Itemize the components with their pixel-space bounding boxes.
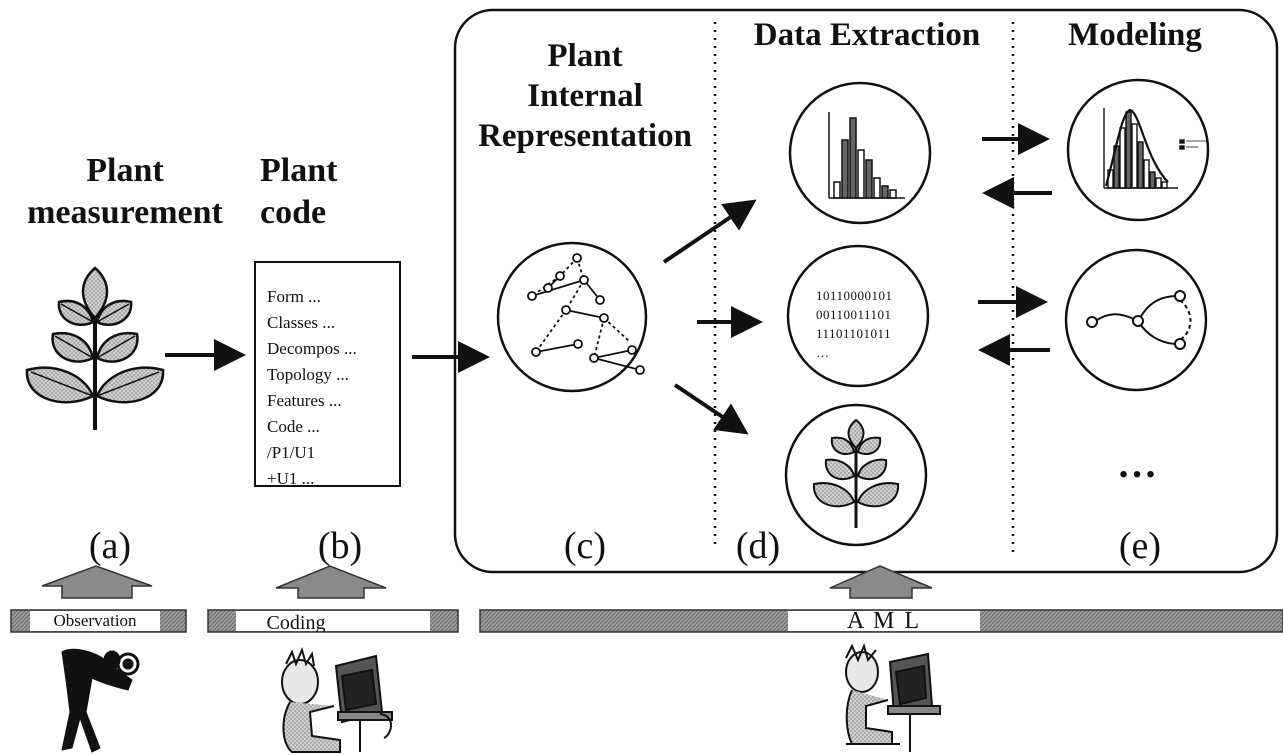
- fitted-histogram-icon: [1103, 108, 1206, 189]
- stage-label-d: (d): [735, 525, 781, 567]
- observer-figure: [61, 648, 140, 753]
- internal-representation-heading: Plant Internal Representation: [455, 36, 715, 156]
- binary-line: 10110000101: [816, 288, 893, 303]
- stage-label-c: (c): [563, 525, 607, 567]
- coder-figure: [281, 647, 393, 753]
- observation-label: Observation: [53, 611, 137, 630]
- plant-measurement-heading-line1: Plant: [86, 152, 164, 189]
- plant-measurement-heading-line2: measurement: [27, 194, 223, 231]
- stage-label-a: (a): [88, 525, 132, 567]
- histogram-icon: [828, 112, 905, 199]
- sequence-circle: [786, 244, 930, 388]
- plant-code-heading-line1: Plant: [260, 152, 338, 189]
- data-extraction-heading: Data Extraction: [753, 17, 981, 53]
- arrow-c-to-plant: [673, 383, 749, 435]
- binary-sequence: 10110000101 00110011101 11101101011 …: [816, 286, 916, 362]
- up-arrow-observation: [41, 565, 153, 599]
- plant-code-lines: Form ... Classes ... Decompos ... Topolo…: [267, 284, 397, 492]
- code-line: Code ...: [267, 417, 320, 436]
- internal-representation-heading-line1: Plant: [547, 38, 623, 74]
- stage-label-e: (e): [1118, 525, 1162, 567]
- internal-representation-heading-line2: Internal: [527, 78, 643, 114]
- internal-representation-circle: [496, 241, 648, 393]
- mtg-graph-icon: [527, 253, 645, 375]
- modeling-more-ellipsis: …: [1117, 441, 1157, 486]
- code-line: /P1/U1: [267, 443, 316, 462]
- stage-label-b: (b): [317, 525, 363, 567]
- coding-label: Coding: [266, 612, 326, 632]
- modeling-heading: Modeling: [1068, 17, 1202, 53]
- aml-user-figure: [845, 643, 941, 752]
- small-plant-icon: [812, 418, 900, 528]
- code-line: Decompos ...: [267, 339, 357, 358]
- plant-measurement-heading: Plant measurement: [0, 150, 250, 234]
- plant-measurement-icon: [25, 266, 165, 430]
- arrow-c-to-histogram: [662, 199, 757, 264]
- plant-code-heading-line2: code: [260, 194, 327, 231]
- binary-line: 00110011101: [816, 307, 892, 322]
- code-line: +U1 ...: [267, 469, 315, 488]
- histogram-circle: [788, 81, 932, 225]
- internal-representation-heading-line3: Representation: [478, 118, 692, 154]
- code-line: Topology ...: [267, 365, 349, 384]
- code-line: Classes ...: [267, 313, 335, 332]
- plant-code-heading: Plant code: [260, 150, 370, 234]
- code-line: Form ...: [267, 287, 321, 306]
- binary-line: …: [816, 345, 830, 360]
- up-arrow-coding: [275, 565, 387, 599]
- plant-code-box: [254, 261, 401, 487]
- up-arrow-aml: [829, 565, 933, 599]
- binary-line: 11101101011: [816, 326, 892, 341]
- markov-chain-icon: [1086, 290, 1192, 350]
- code-line: Features ...: [267, 391, 342, 410]
- aml-label: A M L: [846, 608, 921, 634]
